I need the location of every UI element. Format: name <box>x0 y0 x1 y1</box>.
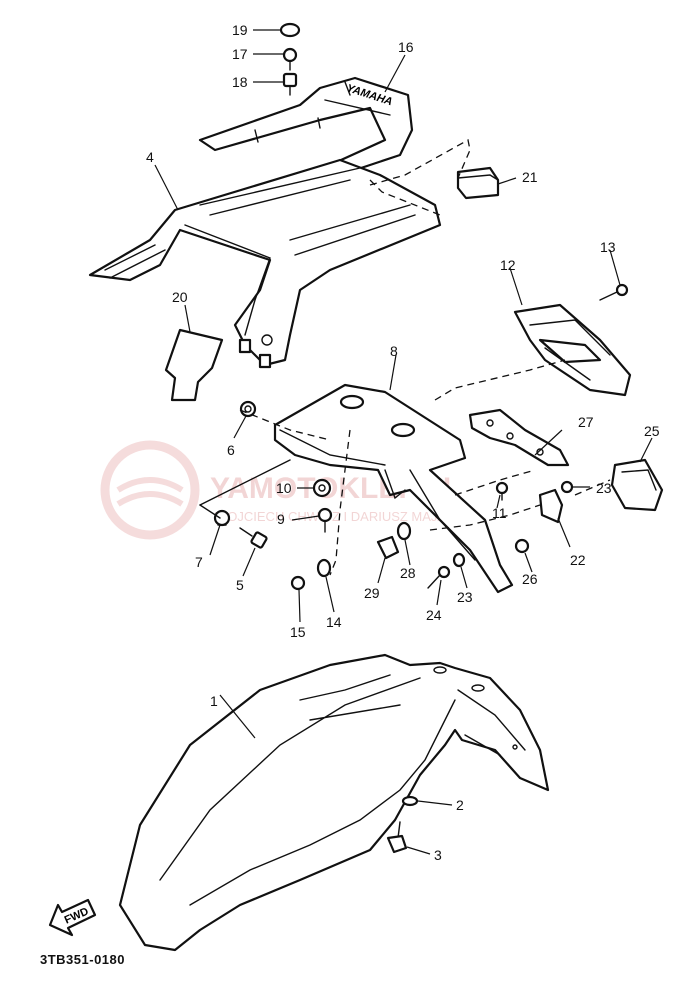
callout-10: 10 <box>276 480 292 496</box>
callout-labels: 19 17 18 16 4 21 13 12 20 8 6 27 25 10 9… <box>146 22 660 863</box>
callout-8: 8 <box>390 343 398 359</box>
fwd-arrow-icon: FWD <box>48 898 97 937</box>
callout-6: 6 <box>227 442 235 458</box>
callout-13: 13 <box>600 239 616 255</box>
watermark-logo-stripes <box>116 477 184 507</box>
part-23-washer-a <box>452 552 466 568</box>
part-6-nut <box>239 400 257 418</box>
part-9-screw <box>317 507 333 533</box>
part-13-screw <box>599 283 629 301</box>
callout-7: 7 <box>195 554 203 570</box>
callout-22: 22 <box>570 552 586 568</box>
watermark-subtitle: WOJCIECH CHWICZ I DARIUSZ MAJAWA <box>215 509 466 524</box>
part-11-screw <box>495 481 509 501</box>
callout-20: 20 <box>172 289 188 305</box>
part-14-washer <box>316 558 332 578</box>
callout-1: 1 <box>210 693 218 709</box>
callout-25: 25 <box>644 423 660 439</box>
part-3-bolt <box>386 821 408 854</box>
callout-18: 18 <box>232 74 248 90</box>
part-8-bracket <box>273 383 514 594</box>
callout-15: 15 <box>290 624 306 640</box>
callout-29: 29 <box>364 585 380 601</box>
callout-24: 24 <box>426 607 442 623</box>
diagram-code: 3TB351-0180 <box>40 952 125 967</box>
callout-23-right: 23 <box>596 480 612 496</box>
part-7-grommet <box>213 509 231 527</box>
callout-19: 19 <box>232 22 248 38</box>
callout-16: 16 <box>398 39 414 55</box>
part-4-carrier <box>88 158 442 369</box>
part-2-nut <box>401 795 419 807</box>
part-12-tail-light <box>513 303 632 397</box>
part-29-grommet <box>376 535 400 560</box>
callout-21: 21 <box>522 169 538 185</box>
part-25-reflector <box>610 458 664 512</box>
part-18-bolt <box>282 72 298 96</box>
part-23-washer-b <box>560 480 574 494</box>
part-27-plate-bracket <box>468 408 570 467</box>
part-24-screw <box>427 565 451 589</box>
part-19-cap <box>279 22 301 38</box>
part-20-gasket <box>164 328 224 402</box>
callout-4: 4 <box>146 149 154 165</box>
callout-2: 2 <box>456 797 464 813</box>
callout-3: 3 <box>434 847 442 863</box>
callout-14: 14 <box>326 614 342 630</box>
part-26-nut <box>514 538 530 554</box>
watermark-logo <box>100 440 200 540</box>
leader-lines <box>154 29 653 855</box>
callout-17: 17 <box>232 46 248 62</box>
part-5-bolt <box>239 527 268 549</box>
callout-23-mid: 23 <box>457 589 473 605</box>
callout-9: 9 <box>277 511 285 527</box>
part-10-nut <box>312 478 332 498</box>
assembly-lines <box>199 138 611 576</box>
part-22-bracket <box>538 488 564 524</box>
part-17-bolt <box>282 47 298 71</box>
part-1-rear-fender <box>118 653 550 952</box>
callout-26: 26 <box>522 571 538 587</box>
callout-5: 5 <box>236 577 244 593</box>
callout-27: 27 <box>578 414 594 430</box>
part-21-damper <box>456 166 500 200</box>
callout-28: 28 <box>400 565 416 581</box>
part-15-nut <box>290 575 306 591</box>
callout-11: 11 <box>492 505 507 521</box>
callout-12: 12 <box>500 257 516 273</box>
part-28-washer <box>396 521 412 541</box>
